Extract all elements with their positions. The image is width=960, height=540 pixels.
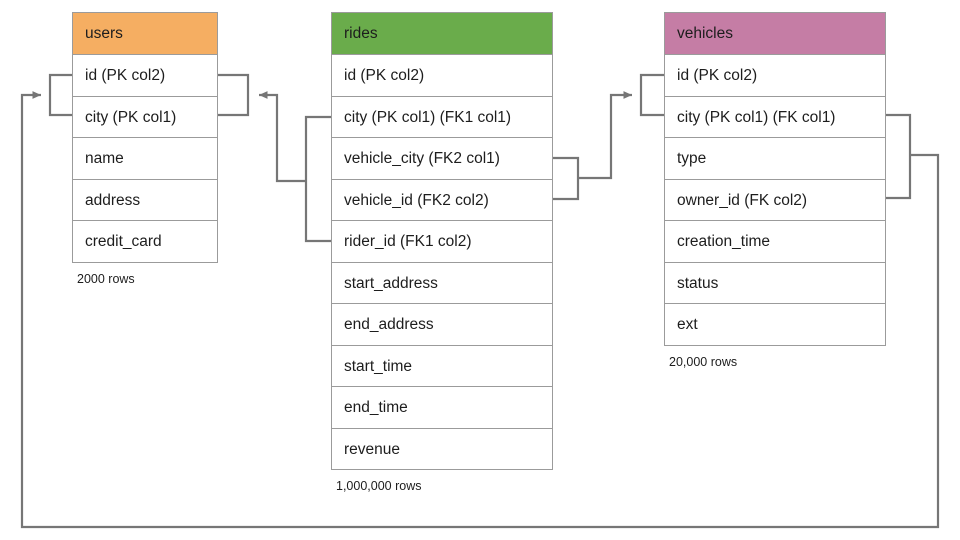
entity-header-users: users: [73, 13, 217, 55]
entity-field[interactable]: id (PK col2): [665, 55, 885, 97]
entity-field[interactable]: city (PK col1): [73, 96, 217, 138]
row-count-label-users: 2000 rows: [77, 271, 135, 286]
row-count-label-rides: 1,000,000 rows: [336, 479, 422, 493]
entity-field[interactable]: end_address: [332, 304, 552, 346]
connector-vehicles-left-bracket: [639, 73, 664, 117]
connector-rides-fk1-to-users: [259, 91, 306, 183]
entity-field[interactable]: creation_time: [665, 221, 885, 263]
entity-field[interactable]: end_time: [332, 387, 552, 429]
entity-field[interactable]: type: [665, 138, 885, 180]
entity-field[interactable]: vehicle_city (FK2 col1): [332, 138, 552, 180]
connector-rides-fk1-bracket: [304, 115, 331, 243]
entity-field[interactable]: rider_id (FK1 col2): [332, 221, 552, 263]
entity-field[interactable]: revenue: [332, 428, 552, 470]
entity-header-rides: rides: [332, 13, 552, 55]
entity-field[interactable]: address: [73, 179, 217, 221]
entity-field[interactable]: credit_card: [73, 221, 217, 263]
row-count-label-vehicles: 20,000 rows: [669, 354, 738, 369]
connector-users-right-bracket: [218, 73, 250, 117]
connector-rides-fk2-bracket: [553, 156, 580, 201]
entity-field[interactable]: city (PK col1) (FK col1): [665, 96, 885, 138]
entity-field[interactable]: status: [665, 262, 885, 304]
entity-field[interactable]: id (PK col2): [332, 55, 552, 97]
entity-field[interactable]: start_address: [332, 262, 552, 304]
entity-field[interactable]: id (PK col2): [73, 55, 217, 97]
entity-field[interactable]: owner_id (FK col2): [665, 179, 885, 221]
entity-field[interactable]: start_time: [332, 345, 552, 387]
entity-header-vehicles: vehicles: [665, 13, 885, 55]
entity-field[interactable]: city (PK col1) (FK1 col1): [332, 96, 552, 138]
connector-users-left-bracket: [48, 73, 72, 117]
entity-field[interactable]: ext: [665, 304, 885, 346]
entity-field[interactable]: name: [73, 138, 217, 180]
connector-vehicles-fk-bracket: [886, 113, 912, 200]
connector-rides-fk2-to-vehicles: [578, 91, 632, 180]
entity-field[interactable]: vehicle_id (FK2 col2): [332, 179, 552, 221]
